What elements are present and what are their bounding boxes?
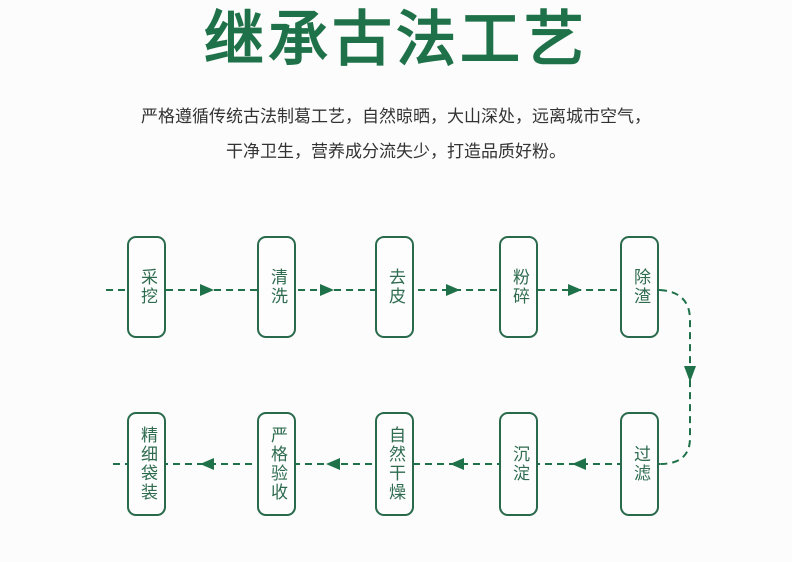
step-box: 清洗 (257, 236, 296, 338)
step-label: 精细袋装 (137, 426, 157, 502)
arrow-left-icon (450, 458, 464, 470)
step-box: 粉碎 (499, 236, 538, 338)
step-label: 除渣 (630, 268, 650, 306)
page-title: 继承古法工艺 (204, 5, 588, 75)
step-box: 严格验收 (257, 412, 296, 516)
step-box: 过滤 (620, 412, 659, 516)
step-box: 自然干燥 (375, 412, 414, 516)
step-label: 严格验收 (267, 426, 287, 502)
step-box: 采挖 (127, 236, 166, 338)
step-box: 精细袋装 (127, 412, 166, 516)
step-label: 过滤 (630, 445, 650, 483)
step-box: 除渣 (620, 236, 659, 338)
arrow-left-icon (326, 458, 340, 470)
arrow-icon (568, 284, 582, 296)
step-label: 清洗 (267, 268, 287, 306)
description-line-1: 严格遵循传统古法制葛工艺，自然晾晒，大山深处，远离城市空气， (141, 107, 651, 127)
connector-turn (659, 289, 691, 465)
step-label: 去皮 (385, 268, 405, 306)
arrow-down-icon (684, 366, 696, 382)
step-label: 沉淀 (509, 445, 529, 483)
arrow-icon (446, 284, 460, 296)
arrow-icon (320, 284, 334, 296)
arrow-left-icon (572, 458, 586, 470)
step-box: 去皮 (375, 236, 414, 338)
step-box: 沉淀 (499, 412, 538, 516)
arrow-icon (200, 284, 214, 296)
step-label: 采挖 (137, 268, 157, 306)
arrow-left-icon (200, 458, 214, 470)
step-label: 自然干燥 (385, 426, 405, 502)
step-label: 粉碎 (509, 268, 529, 306)
description-line-2: 干净卫生，营养成分流失少，打造品质好粉。 (226, 142, 566, 162)
